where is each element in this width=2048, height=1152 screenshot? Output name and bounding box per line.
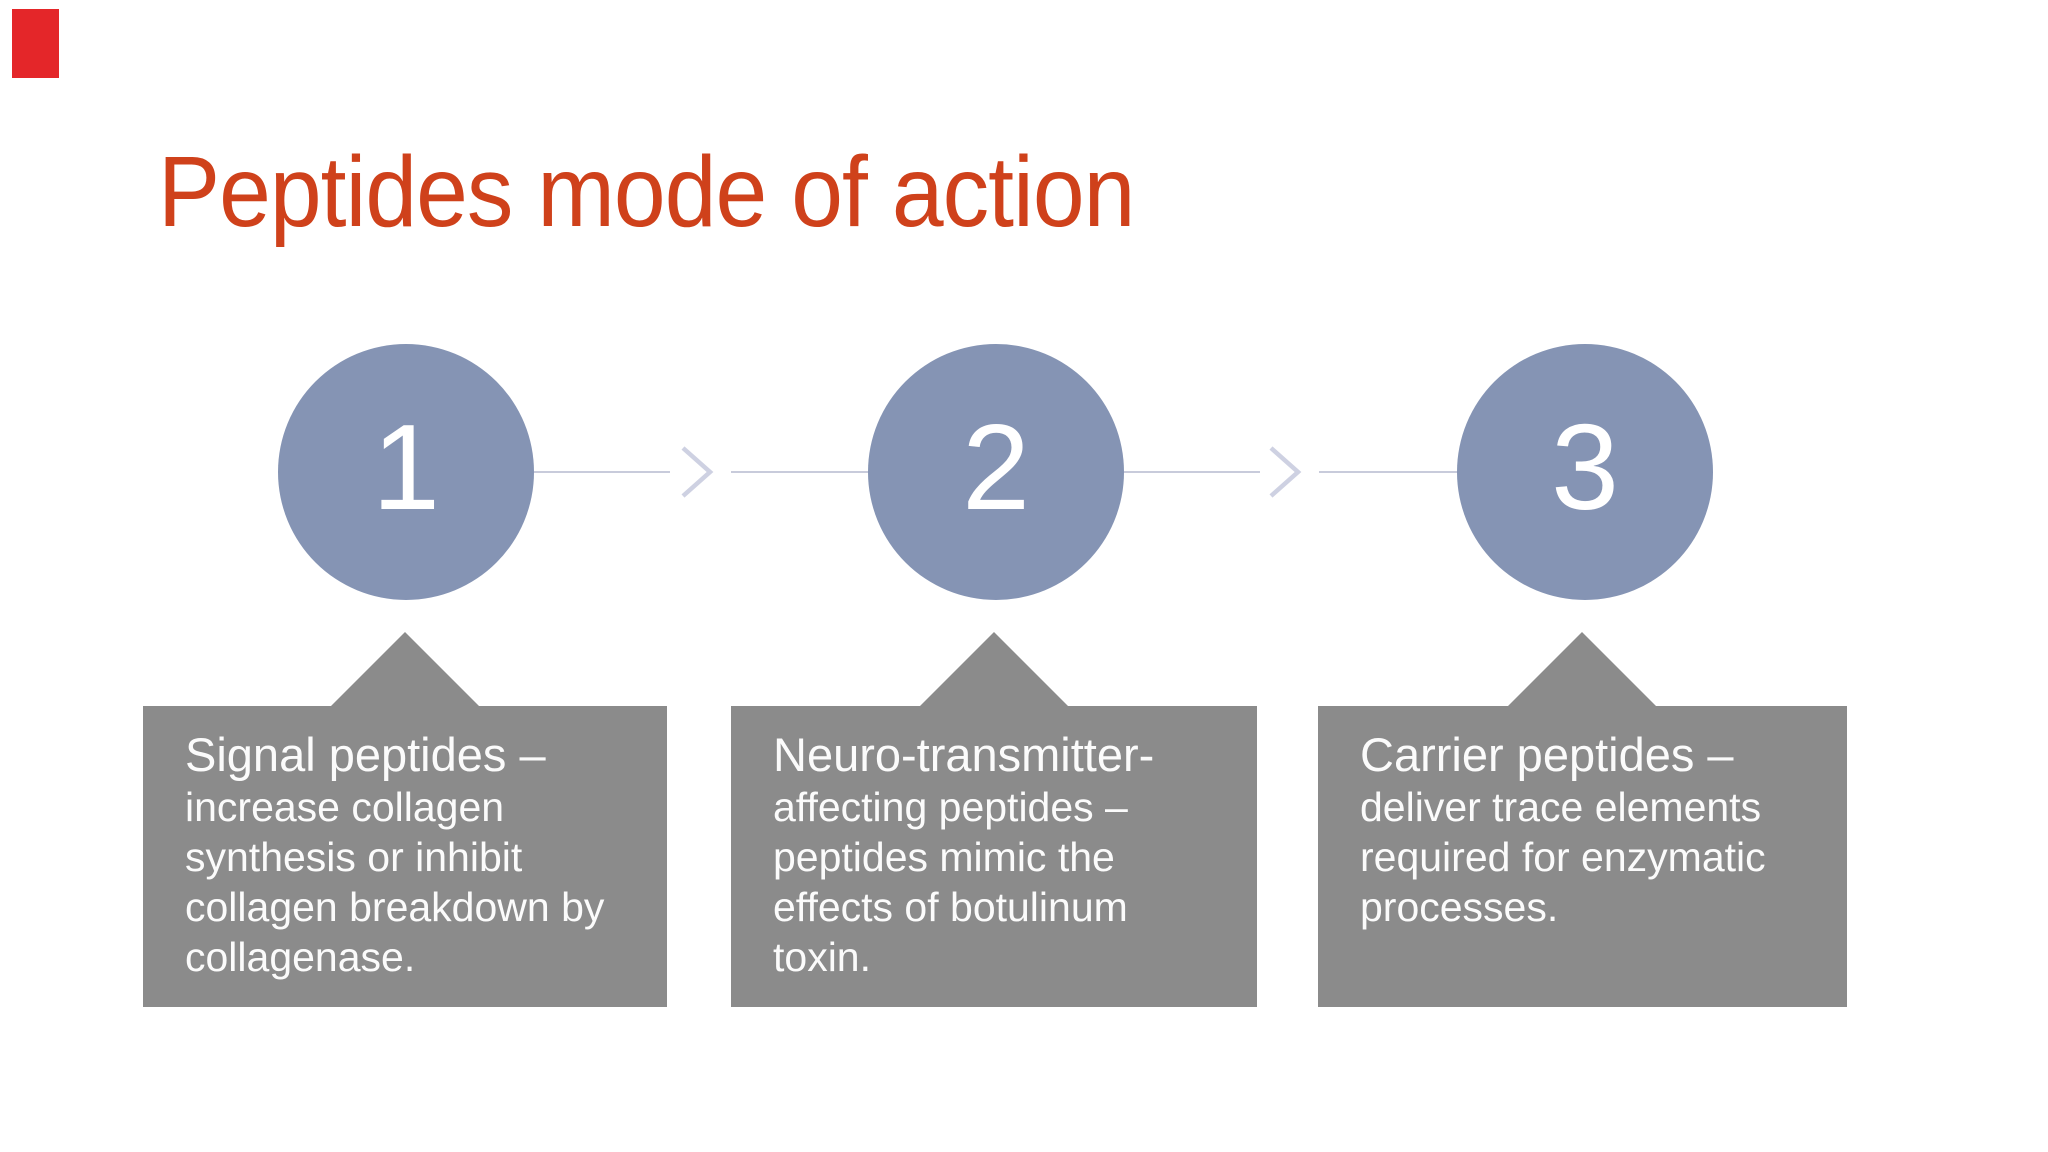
step-circle-2: 2 xyxy=(868,344,1124,600)
step-circle-1: 1 xyxy=(278,344,534,600)
slide-title: Peptides mode of action xyxy=(158,136,1135,248)
callout-text: Carrier peptides – deliver trace element… xyxy=(1360,730,1811,932)
chevron-right-icon xyxy=(1269,446,1302,498)
connector-line xyxy=(534,471,670,473)
callout-pointer-3 xyxy=(1508,632,1656,706)
chevron-right-icon xyxy=(681,446,714,498)
callout-body: affecting peptides – peptides mimic the … xyxy=(773,784,1128,980)
callout-text: Signal peptides – increase collagen synt… xyxy=(185,730,631,982)
connector-line xyxy=(1319,471,1457,473)
callout-pointer-2 xyxy=(920,632,1068,706)
callout-body: increase collagen synthesis or inhibit c… xyxy=(185,784,605,980)
callout-heading: Signal peptides – xyxy=(185,728,546,781)
callout-box-3: Carrier peptides – deliver trace element… xyxy=(1318,706,1847,1007)
callout-heading: Neuro-transmitter- xyxy=(773,728,1155,781)
callout-heading: Carrier peptides – xyxy=(1360,728,1734,781)
step-circle-3: 3 xyxy=(1457,344,1713,600)
step-number: 1 xyxy=(372,399,440,535)
callout-text: Neuro-transmitter- affecting peptides – … xyxy=(773,730,1221,982)
recording-indicator xyxy=(12,9,59,78)
step-number: 3 xyxy=(1551,399,1619,535)
callout-box-1: Signal peptides – increase collagen synt… xyxy=(143,706,667,1007)
connector-line xyxy=(1124,471,1260,473)
callout-body: deliver trace elements required for enzy… xyxy=(1360,784,1766,930)
callout-box-2: Neuro-transmitter- affecting peptides – … xyxy=(731,706,1257,1007)
step-number: 2 xyxy=(962,399,1030,535)
connector-line xyxy=(731,471,868,473)
callout-pointer-1 xyxy=(331,632,479,706)
